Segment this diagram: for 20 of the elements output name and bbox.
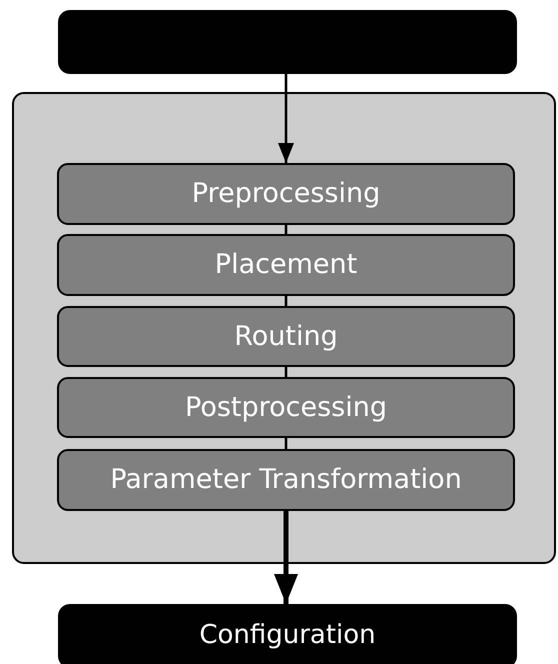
process-box [57, 234, 515, 296]
process-box [57, 449, 515, 511]
process-box [57, 306, 515, 367]
connector-line [284, 438, 288, 449]
box-label: Routing [234, 320, 338, 352]
connector-line [284, 367, 288, 377]
connector-line [284, 225, 288, 234]
container-panel [12, 92, 556, 564]
box-label: Placement [214, 249, 358, 281]
box-label: Configuration [199, 621, 376, 651]
box-label: Preprocessing [192, 178, 380, 210]
arrow [278, 74, 294, 163]
connector-line [284, 296, 288, 306]
arrow [274, 511, 298, 604]
terminal-box [58, 10, 517, 74]
process-box [57, 377, 515, 438]
process-box [57, 163, 515, 225]
box-label: Postprocessing [185, 392, 387, 424]
terminal-box [58, 604, 517, 664]
box-label: Parameter Transformation [110, 464, 462, 496]
